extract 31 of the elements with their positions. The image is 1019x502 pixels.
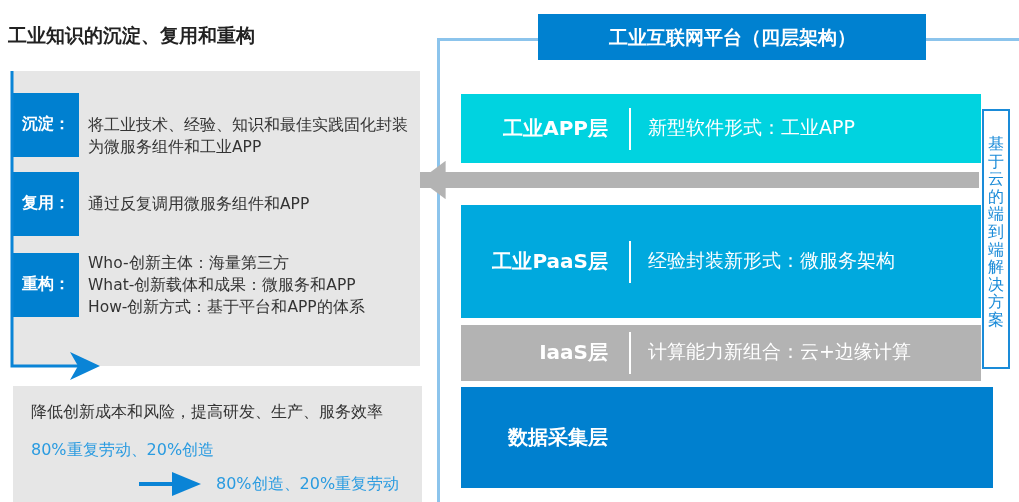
layer-name: 数据采集层 — [508, 423, 608, 451]
layer-band — [461, 325, 981, 381]
summary-text: 降低创新成本和风险，提高研发、生产、服务效率 — [31, 402, 383, 423]
tab-label: 复用： — [20, 193, 71, 214]
panel-heading: 工业知识的沉淀、复用和重构 — [8, 23, 255, 48]
label-tab — [12, 253, 79, 317]
layer-band — [461, 205, 981, 318]
ratio-text: 80%创造、20%重复劳动 — [216, 474, 400, 495]
description-text: 通过反复调用微服务组件和APP — [88, 194, 311, 215]
description-text: What-创新载体和成果：微服务和APP — [88, 275, 357, 296]
label-tab — [12, 93, 79, 157]
tab-label: 沉淀： — [20, 114, 71, 135]
side-label: 基于云的端到端解决方案 — [988, 135, 1004, 329]
content-panel — [13, 386, 422, 502]
layer-band — [461, 94, 981, 163]
arrow — [420, 160, 979, 200]
layer-name: 工业APP层 — [503, 114, 608, 142]
side-box — [982, 109, 1010, 369]
layer-name: 工业PaaS层 — [492, 247, 608, 275]
description-text: How-创新方式：基于平台和APP的体系 — [88, 297, 366, 318]
layer-description: 经验封装新形式：微服务架构 — [648, 247, 895, 273]
label-tab — [12, 172, 79, 236]
layer-description: 计算能力新组合：云+边缘计算 — [648, 339, 911, 364]
tab-label: 重构： — [20, 274, 71, 295]
ratio-text: 80%重复劳动、20%创造 — [31, 440, 215, 461]
description-text: 将工业技术、经验、知识和最佳实践固化封装为微服务组件和工业APP — [88, 115, 408, 158]
layer-band — [461, 387, 993, 488]
description-text: Who-创新主体：海量第三方 — [88, 253, 290, 274]
layer-name: IaaS层 — [539, 339, 608, 366]
frame-title: 工业互联网平台（四层架构） — [538, 14, 926, 60]
layer-description: 新型软件形式：工业APP — [648, 114, 855, 140]
